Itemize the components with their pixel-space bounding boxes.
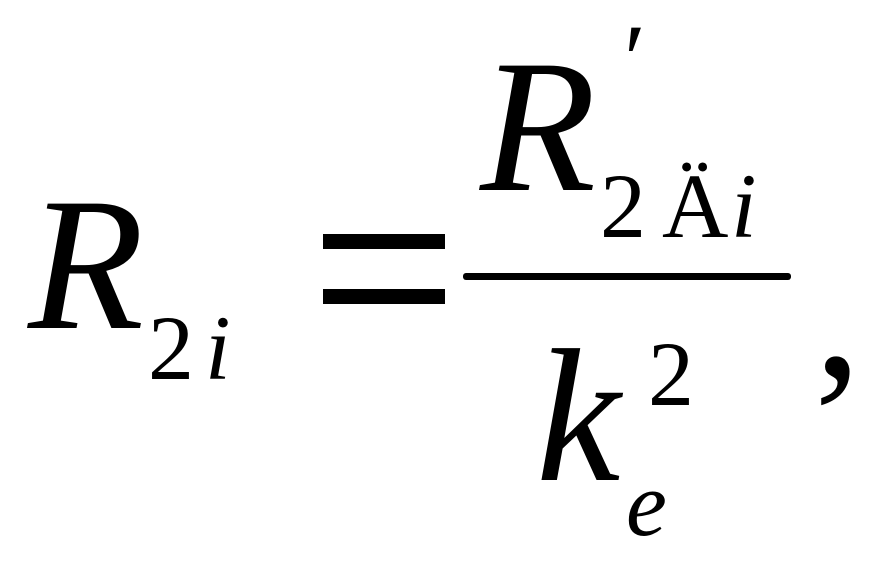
lhs-subscript-index: i [205, 297, 231, 399]
lhs-symbol: R [28, 160, 145, 370]
equals-bottom-bar [323, 289, 445, 304]
numerator-symbol: R [480, 22, 597, 232]
numerator-subscript-index: i [731, 155, 757, 257]
numerator-subscript-number: 2 [600, 155, 646, 257]
lhs-subscript-number: 2 [148, 297, 194, 399]
denominator-symbol: k [536, 312, 621, 522]
fraction-bar [463, 273, 791, 280]
equals-top-bar [323, 234, 445, 249]
numerator-prime: ′ [624, 4, 646, 115]
denominator-subscript: e [626, 453, 667, 555]
trailing-comma: , [814, 208, 862, 418]
numerator-subscript-letter: Ä [662, 155, 729, 257]
denominator-superscript: 2 [648, 323, 694, 425]
